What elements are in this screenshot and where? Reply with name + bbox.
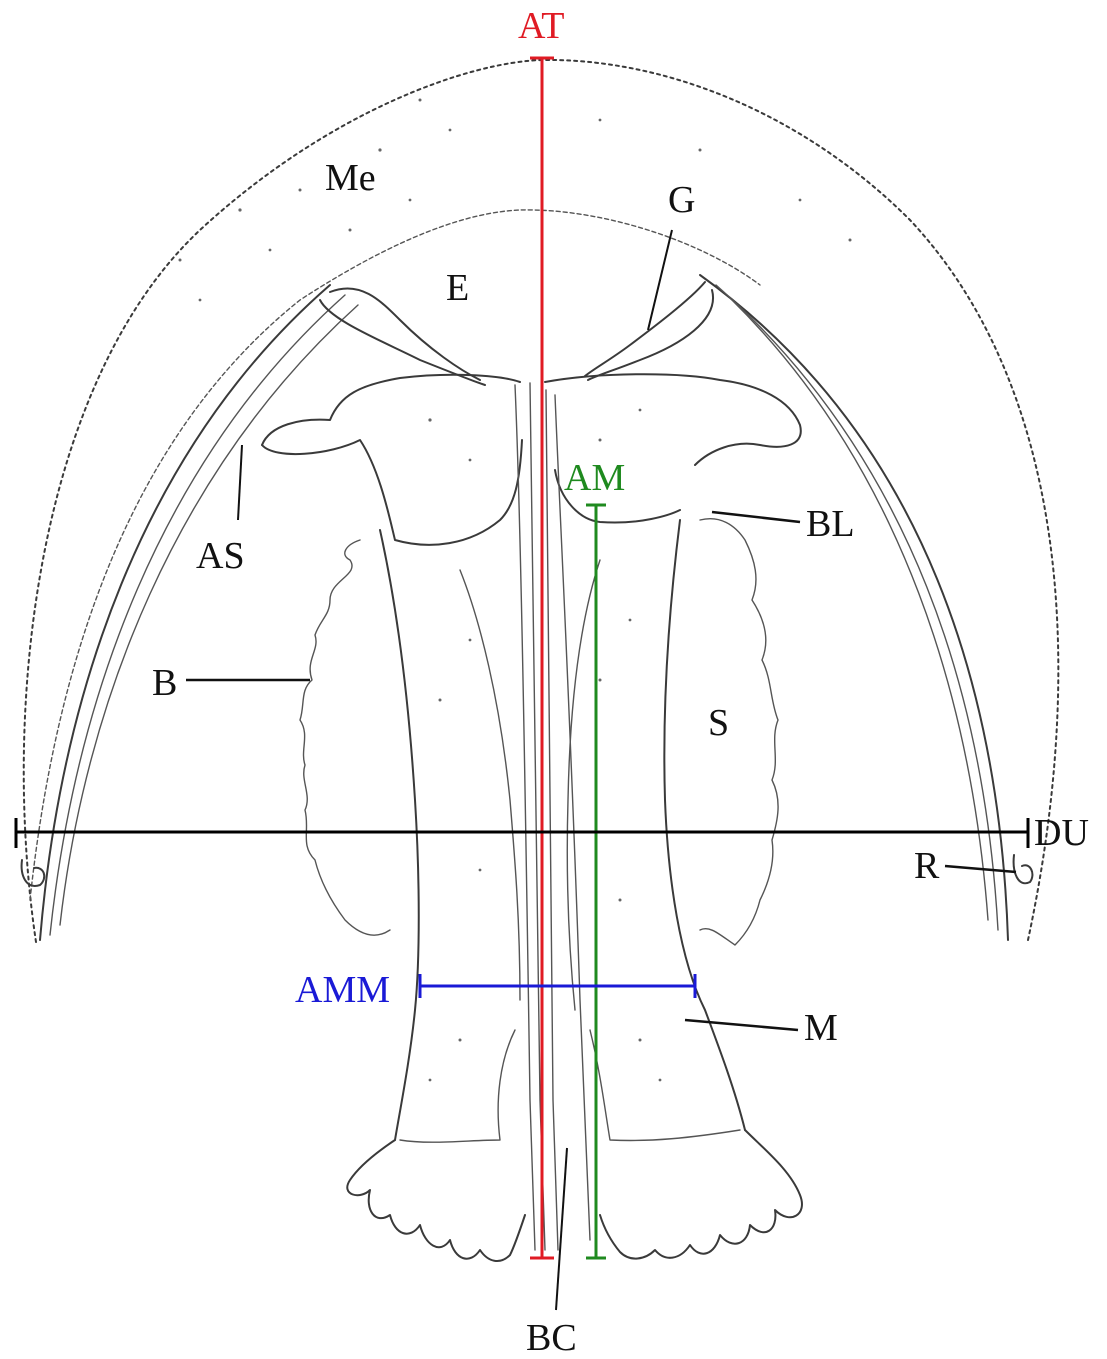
label-amm: AMM xyxy=(295,969,390,1011)
du-measure-line xyxy=(16,818,1028,848)
amm-measure-line xyxy=(420,974,695,998)
label-me: Me xyxy=(325,157,376,199)
am-measure-line xyxy=(586,505,606,1258)
manubrium-upper-left xyxy=(262,375,520,445)
label-bc: BC xyxy=(526,1317,577,1359)
manubrium-upper-left-lower xyxy=(262,440,522,545)
label-at: AT xyxy=(518,5,564,47)
manubrium-column-right xyxy=(664,520,745,1130)
stipple-dots xyxy=(179,99,852,1082)
central-canal-line-3 xyxy=(546,390,558,1250)
manubrium-column-left xyxy=(380,530,419,1140)
leader-r xyxy=(945,866,1016,872)
manubrium-column-left-inner xyxy=(460,570,520,1000)
gonad-arm-left-2 xyxy=(320,300,485,385)
manubrium-upper-right xyxy=(545,374,801,465)
gonad-arm-right xyxy=(585,282,705,376)
oral-arm-left-lip xyxy=(400,1030,515,1142)
label-e: E xyxy=(446,267,469,309)
label-am: AM xyxy=(564,457,625,499)
label-r: R xyxy=(914,845,940,887)
subumbrella-wall-right xyxy=(700,275,1008,940)
label-du: DU xyxy=(1034,812,1089,854)
rhopalium-left xyxy=(22,860,45,886)
mesoglea-inner-outline xyxy=(30,210,760,900)
label-b: B xyxy=(152,662,177,704)
label-bl: BL xyxy=(806,503,855,545)
oral-lobes-frill-right xyxy=(600,1130,802,1259)
subumbrella-wall-left-inner xyxy=(50,295,345,935)
leader-as xyxy=(238,445,242,520)
oral-lobes-frill-left xyxy=(347,1140,525,1261)
central-canal-line-4 xyxy=(555,395,590,1240)
leader-m xyxy=(685,1020,798,1030)
leader-bl xyxy=(712,512,800,522)
label-g: G xyxy=(668,179,695,221)
gastric-pouch-left xyxy=(300,540,390,935)
label-m: M xyxy=(804,1007,838,1049)
rhopalium-right xyxy=(1014,855,1033,883)
label-as: AS xyxy=(196,535,245,577)
subumbrella-wall-left xyxy=(40,285,330,940)
gonad-arm-right-2 xyxy=(588,290,713,380)
label-s: S xyxy=(708,702,729,744)
